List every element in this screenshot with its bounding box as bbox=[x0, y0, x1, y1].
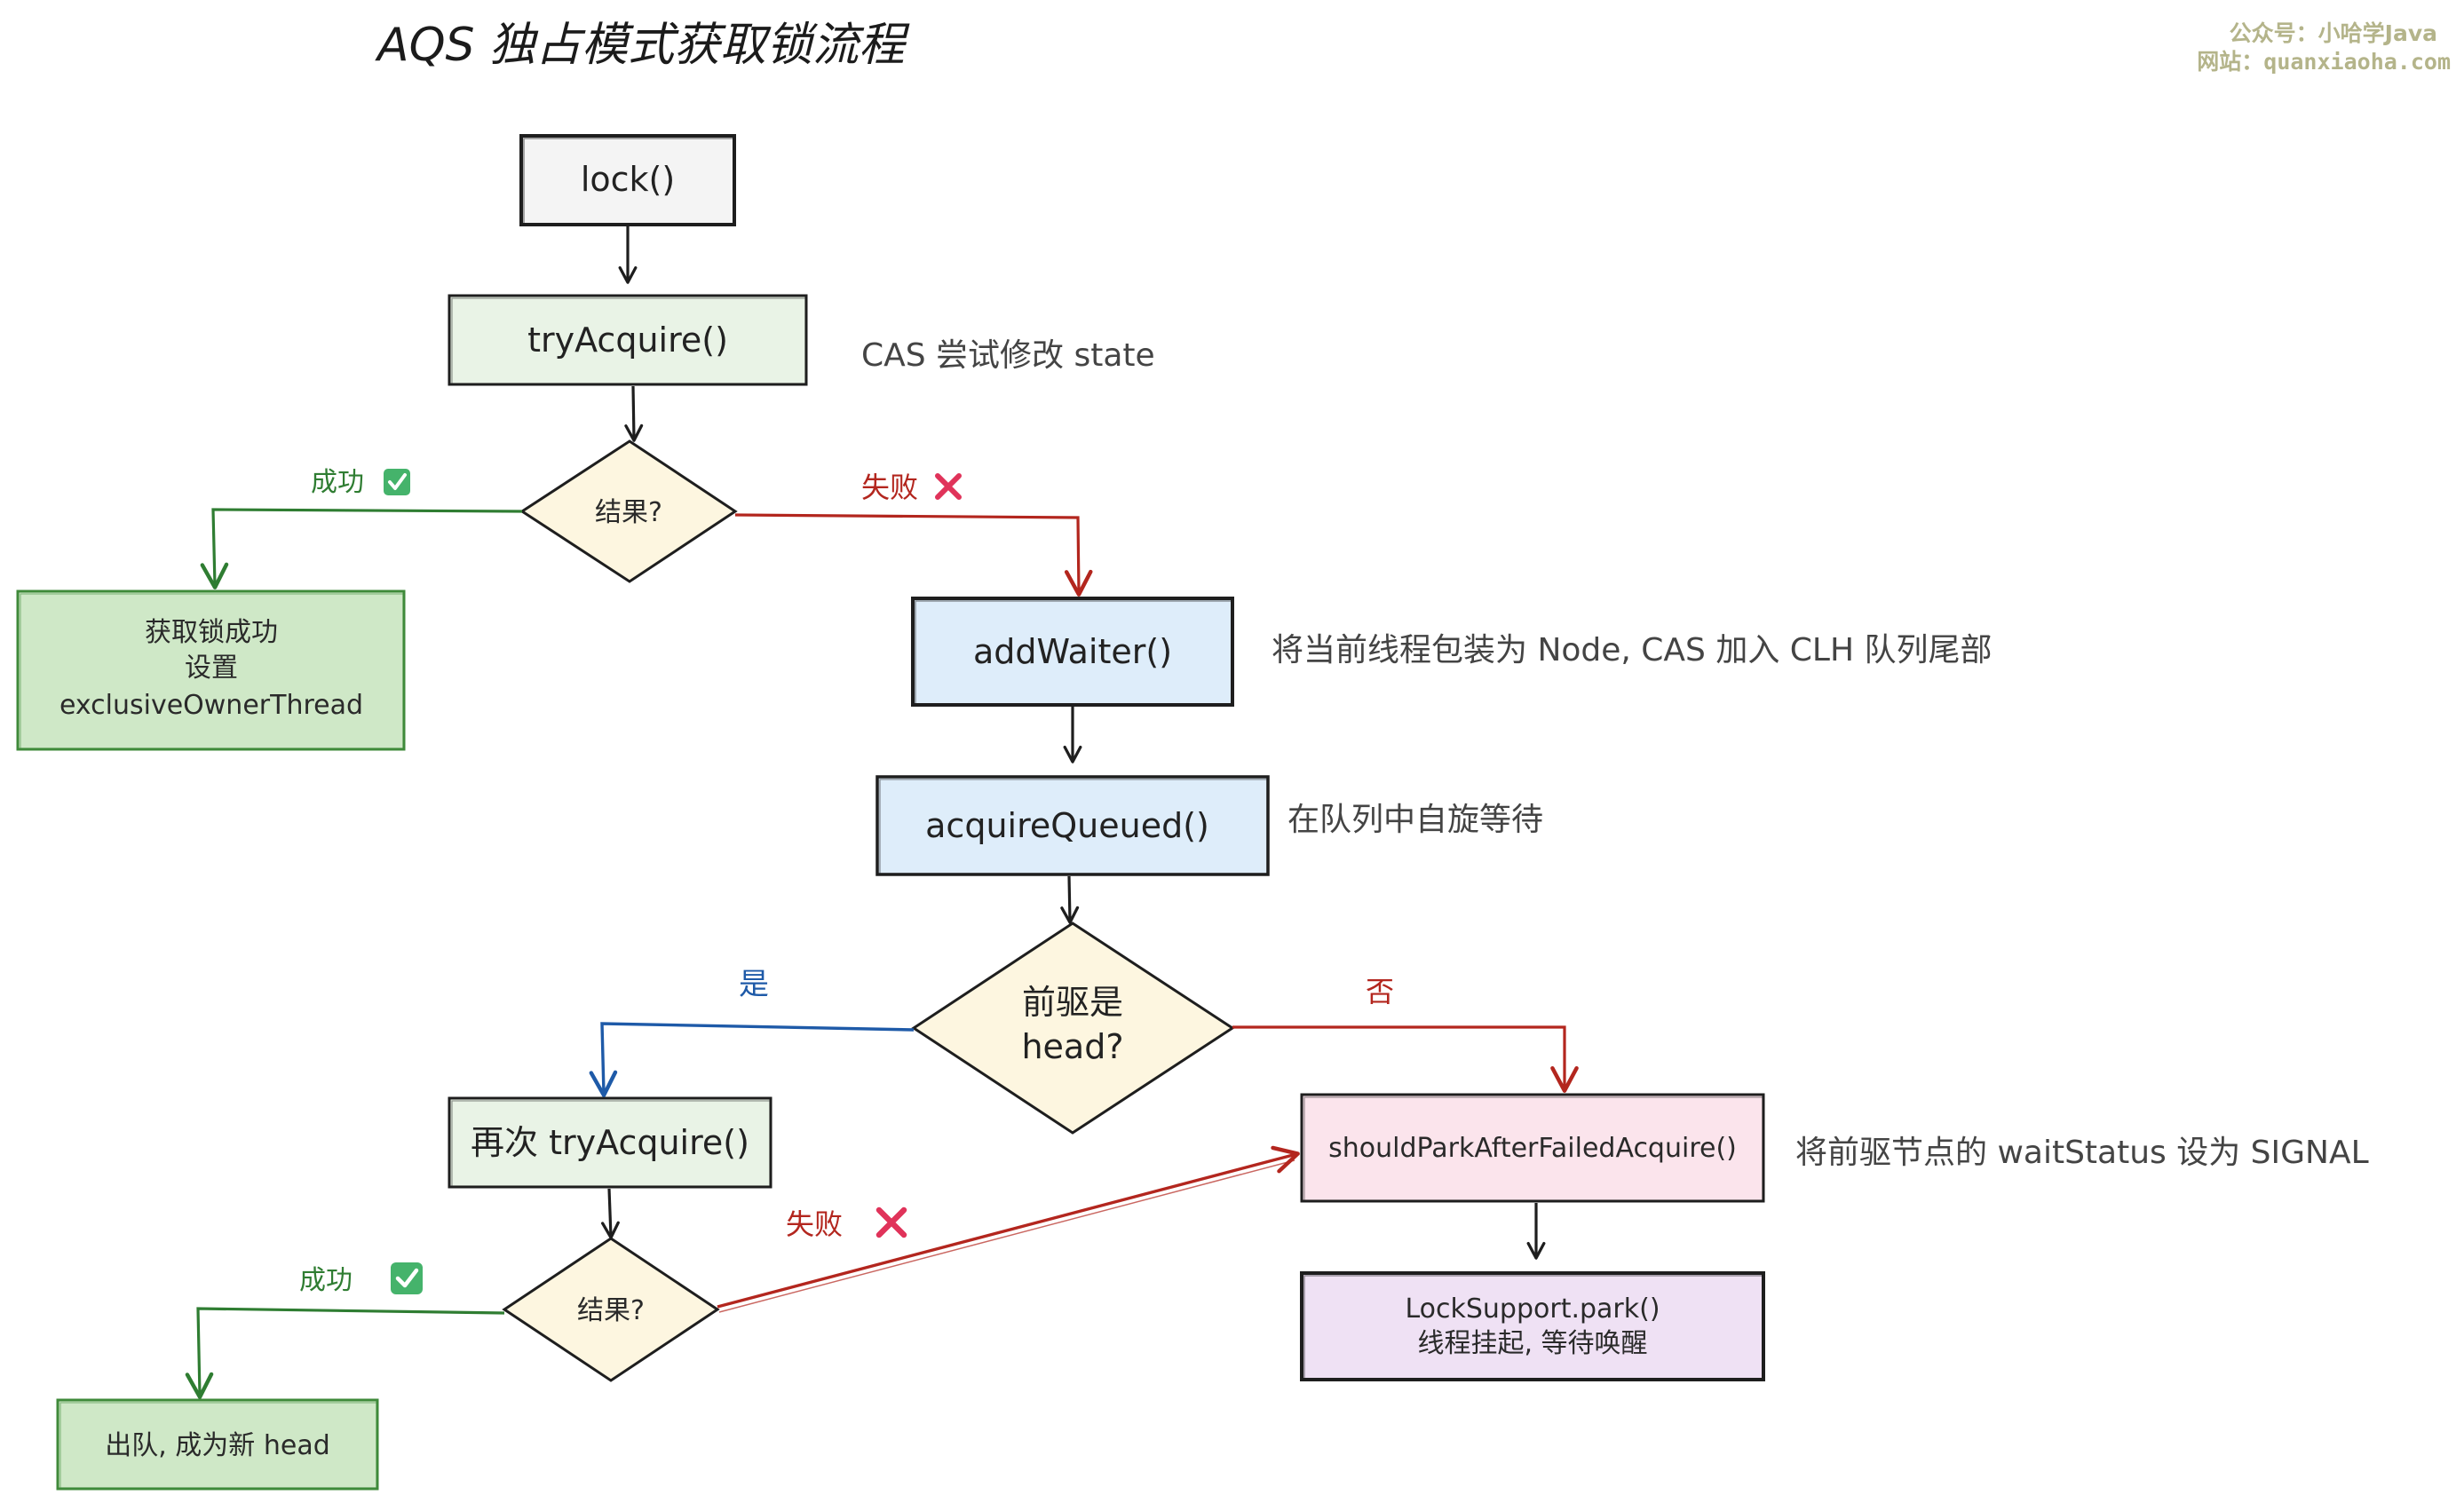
cross-icon bbox=[875, 1206, 907, 1238]
edge-retry-to-result2 bbox=[600, 1188, 620, 1239]
acquired-line3: exclusiveOwnerThread bbox=[59, 690, 363, 721]
cross-icon bbox=[935, 473, 962, 500]
pred-is-head-decision: 前驱是 head? bbox=[911, 922, 1235, 1135]
label-no: 否 bbox=[1366, 975, 1394, 1009]
result2-decision: 结果? bbox=[502, 1237, 720, 1382]
add-waiter-node: addWaiter() bbox=[911, 597, 1234, 707]
edge-pred-no bbox=[1232, 1025, 1579, 1093]
acquire-queued-node: acquireQueued() bbox=[875, 775, 1270, 876]
result1-label: 结果? bbox=[595, 497, 662, 528]
should-park-label: shouldParkAfterFailedAcquire() bbox=[1328, 1133, 1737, 1164]
edge-result2-fail bbox=[717, 1145, 1300, 1309]
watermark-line1: 公众号：小哈学Java bbox=[2230, 20, 2437, 46]
acquired-node: 获取锁成功 设置 exclusiveOwnerThread bbox=[16, 589, 406, 751]
note-wrap-node: 将当前线程包装为 Node, CAS 加入 CLH 队列尾部 bbox=[1272, 632, 1993, 668]
check-box-icon bbox=[391, 1262, 423, 1294]
note-cas-state: CAS 尝试修改 state bbox=[861, 337, 1155, 374]
pred-is-head-line1: 前驱是 bbox=[1022, 983, 1123, 1022]
diagram-title: AQS 独占模式获取锁流程 bbox=[375, 19, 910, 72]
edge-result2-fail-sketch bbox=[718, 1159, 1295, 1313]
label-fail2: 失败 bbox=[786, 1207, 843, 1241]
edge-try-acquire-to-result1 bbox=[624, 385, 644, 442]
watermark-line2: 网站：quanxiaoha.com bbox=[2197, 49, 2451, 75]
edge-acquire-queued-to-pred bbox=[1060, 875, 1080, 924]
park-node: LockSupport.park() 线程挂起, 等待唤醒 bbox=[1300, 1271, 1765, 1381]
result1-decision: 结果? bbox=[519, 439, 738, 583]
add-waiter-label: addWaiter() bbox=[973, 632, 1172, 671]
acquire-queued-label: acquireQueued() bbox=[925, 806, 1209, 845]
label-success2: 成功 bbox=[299, 1265, 353, 1296]
lock-node: lock() bbox=[519, 134, 736, 226]
dequeue-label: 出队, 成为新 head bbox=[105, 1430, 330, 1461]
acquired-line2: 设置 bbox=[185, 653, 238, 684]
acquired-line1: 获取锁成功 bbox=[145, 617, 278, 648]
try-acquire-label: tryAcquire() bbox=[527, 320, 728, 360]
label-yes: 是 bbox=[739, 967, 769, 1002]
park-line1: LockSupport.park() bbox=[1405, 1293, 1660, 1325]
edge-result1-success bbox=[200, 508, 523, 589]
pred-is-head-line2: head? bbox=[1021, 1027, 1123, 1066]
edge-result2-success bbox=[185, 1307, 505, 1399]
label-success1: 成功 bbox=[311, 467, 364, 498]
edge-result1-fail bbox=[734, 513, 1093, 597]
retry-try-acquire-node: 再次 tryAcquire() bbox=[448, 1096, 772, 1189]
should-park-node: shouldParkAfterFailedAcquire() bbox=[1300, 1093, 1765, 1203]
dequeue-node: 出队, 成为新 head bbox=[56, 1398, 379, 1491]
label-fail1: 失败 bbox=[861, 471, 918, 504]
edge-pred-yes bbox=[589, 1022, 915, 1097]
check-box-icon bbox=[384, 469, 410, 495]
lock-label: lock() bbox=[581, 160, 675, 199]
park-line2: 线程挂起, 等待唤醒 bbox=[1417, 1328, 1647, 1359]
note-set-signal: 将前驱节点的 waitStatus 设为 SIGNAL bbox=[1795, 1135, 2369, 1171]
note-spin-wait: 在队列中自旋等待 bbox=[1287, 802, 1543, 838]
result2-label: 结果? bbox=[577, 1295, 645, 1326]
try-acquire-node: tryAcquire() bbox=[448, 294, 808, 386]
retry-try-acquire-label: 再次 tryAcquire() bbox=[471, 1123, 749, 1162]
